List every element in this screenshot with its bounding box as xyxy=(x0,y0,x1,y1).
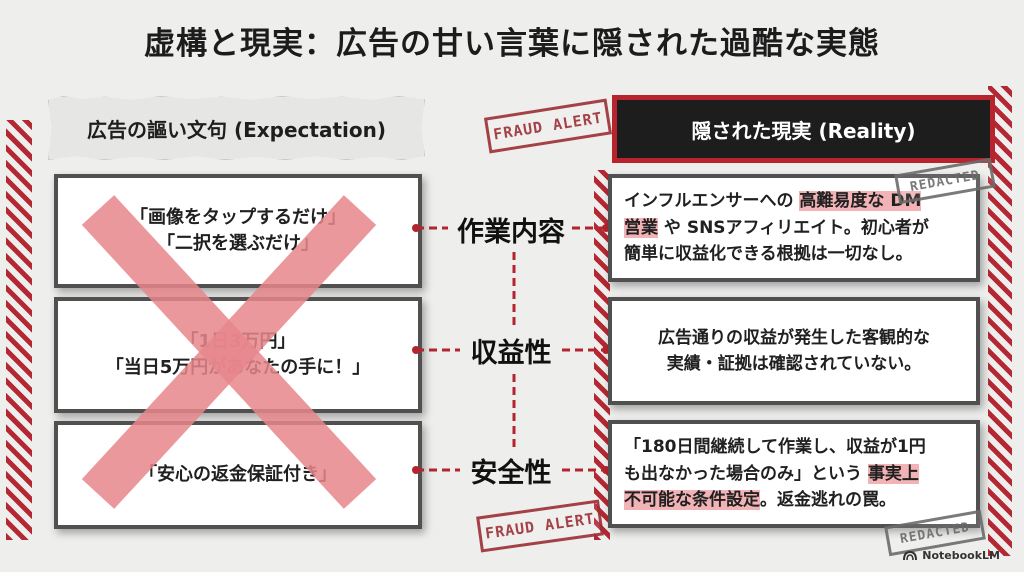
hazard-stripe-right xyxy=(988,86,1012,556)
reality-line: 広告通りの収益が発生した客観的な xyxy=(658,327,930,348)
expectation-line: 「画像をタップするだけ」 xyxy=(130,206,346,228)
expectation-box-safety: 「安心の返金保証付き」 xyxy=(54,421,422,529)
reality-box-profit: 広告通りの収益が発生した客観的な 実績・証拠は確認されていない。 xyxy=(608,297,980,405)
fraud-alert-stamp-top: FRAUD ALERT xyxy=(483,98,613,154)
notebooklm-footer: NotebookLM xyxy=(903,549,1000,562)
reality-line: 営業 や SNSアフィリエイト。初心者が xyxy=(624,217,929,238)
reality-line: 「180日間継続して作業し、収益が1円 xyxy=(624,437,926,458)
brand-label: NotebookLM xyxy=(922,549,1000,562)
reality-line: 簡単に収益化できる根拠は一切なし。 xyxy=(624,244,913,265)
expectation-line: 「当日5万円があなたの手に！」 xyxy=(105,357,371,378)
reality-box-work: インフルエンサーへの 高難易度な DM 営業 や SNSアフィリエイト。初心者が… xyxy=(608,174,980,282)
reality-header: 隠された現実 (Reality) xyxy=(612,95,995,163)
reality-line: も出なかった場合のみ」という 事実上 xyxy=(624,463,919,484)
hazard-stripe-reality xyxy=(594,170,610,540)
reality-line: インフルエンサーへの 高難易度な DM xyxy=(624,191,922,212)
expectation-header: 広告の謳い文句 (Expectation) xyxy=(48,96,425,160)
expectation-line: 「二択を選ぶだけ」 xyxy=(157,233,319,254)
reality-line: 実績・証拠は確認されていない。 xyxy=(666,354,922,374)
expectation-box-profit: 「1日3万円」 「当日5万円があなたの手に！」 xyxy=(54,297,422,413)
category-profit: 収益性 xyxy=(470,338,552,369)
expectation-box-work: 「画像をタップするだけ」 「二択を選ぶだけ」 xyxy=(54,174,422,288)
category-safety: 安全性 xyxy=(470,458,552,489)
notebooklm-logo-icon xyxy=(903,550,918,560)
hazard-stripe-left xyxy=(6,120,32,540)
category-work: 作業内容 xyxy=(457,217,565,248)
reality-line: 不可能な条件設定。返金逃れの罠。 xyxy=(624,490,896,511)
expectation-line: 「1日3万円」 xyxy=(180,330,296,352)
reality-box-safety: 「180日間継続して作業し、収益が1円 も出なかった場合のみ」という 事実上 不… xyxy=(608,420,980,528)
fraud-alert-stamp-bottom: FRAUD ALERT xyxy=(476,499,604,553)
page-title: 虚構と現実：広告の甘い言葉に隠された過酷な実態 xyxy=(144,26,880,62)
expectation-line: 「安心の返金保証付き」 xyxy=(139,463,337,485)
